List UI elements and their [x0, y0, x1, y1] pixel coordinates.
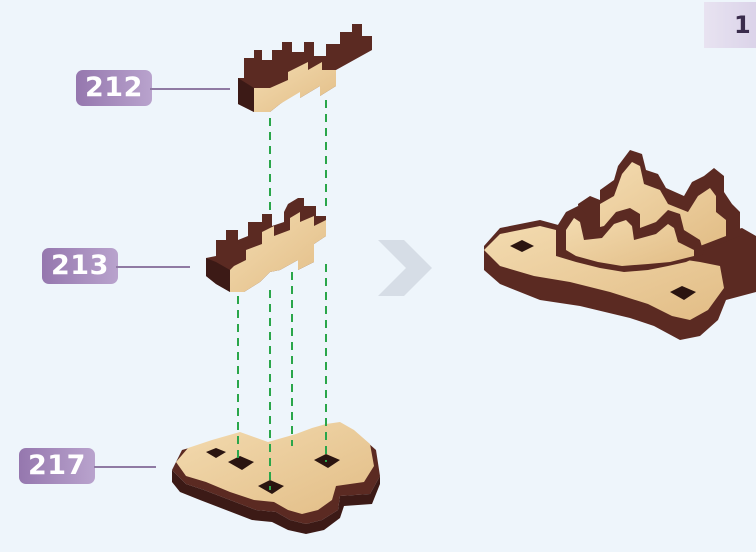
step-number-badge: 1 [704, 2, 756, 48]
part-label-213: 213 [42, 248, 118, 284]
piece-213 [206, 198, 326, 292]
leader-line-212 [150, 88, 230, 90]
assembled-result [484, 150, 756, 340]
piece-212 [238, 24, 372, 112]
part-label-217: 217 [19, 448, 95, 484]
part-label-212: 212 [76, 70, 152, 106]
piece-217 [172, 422, 380, 534]
leader-line-213 [116, 266, 190, 268]
leader-line-217 [94, 466, 156, 468]
next-arrow-icon [378, 240, 432, 296]
